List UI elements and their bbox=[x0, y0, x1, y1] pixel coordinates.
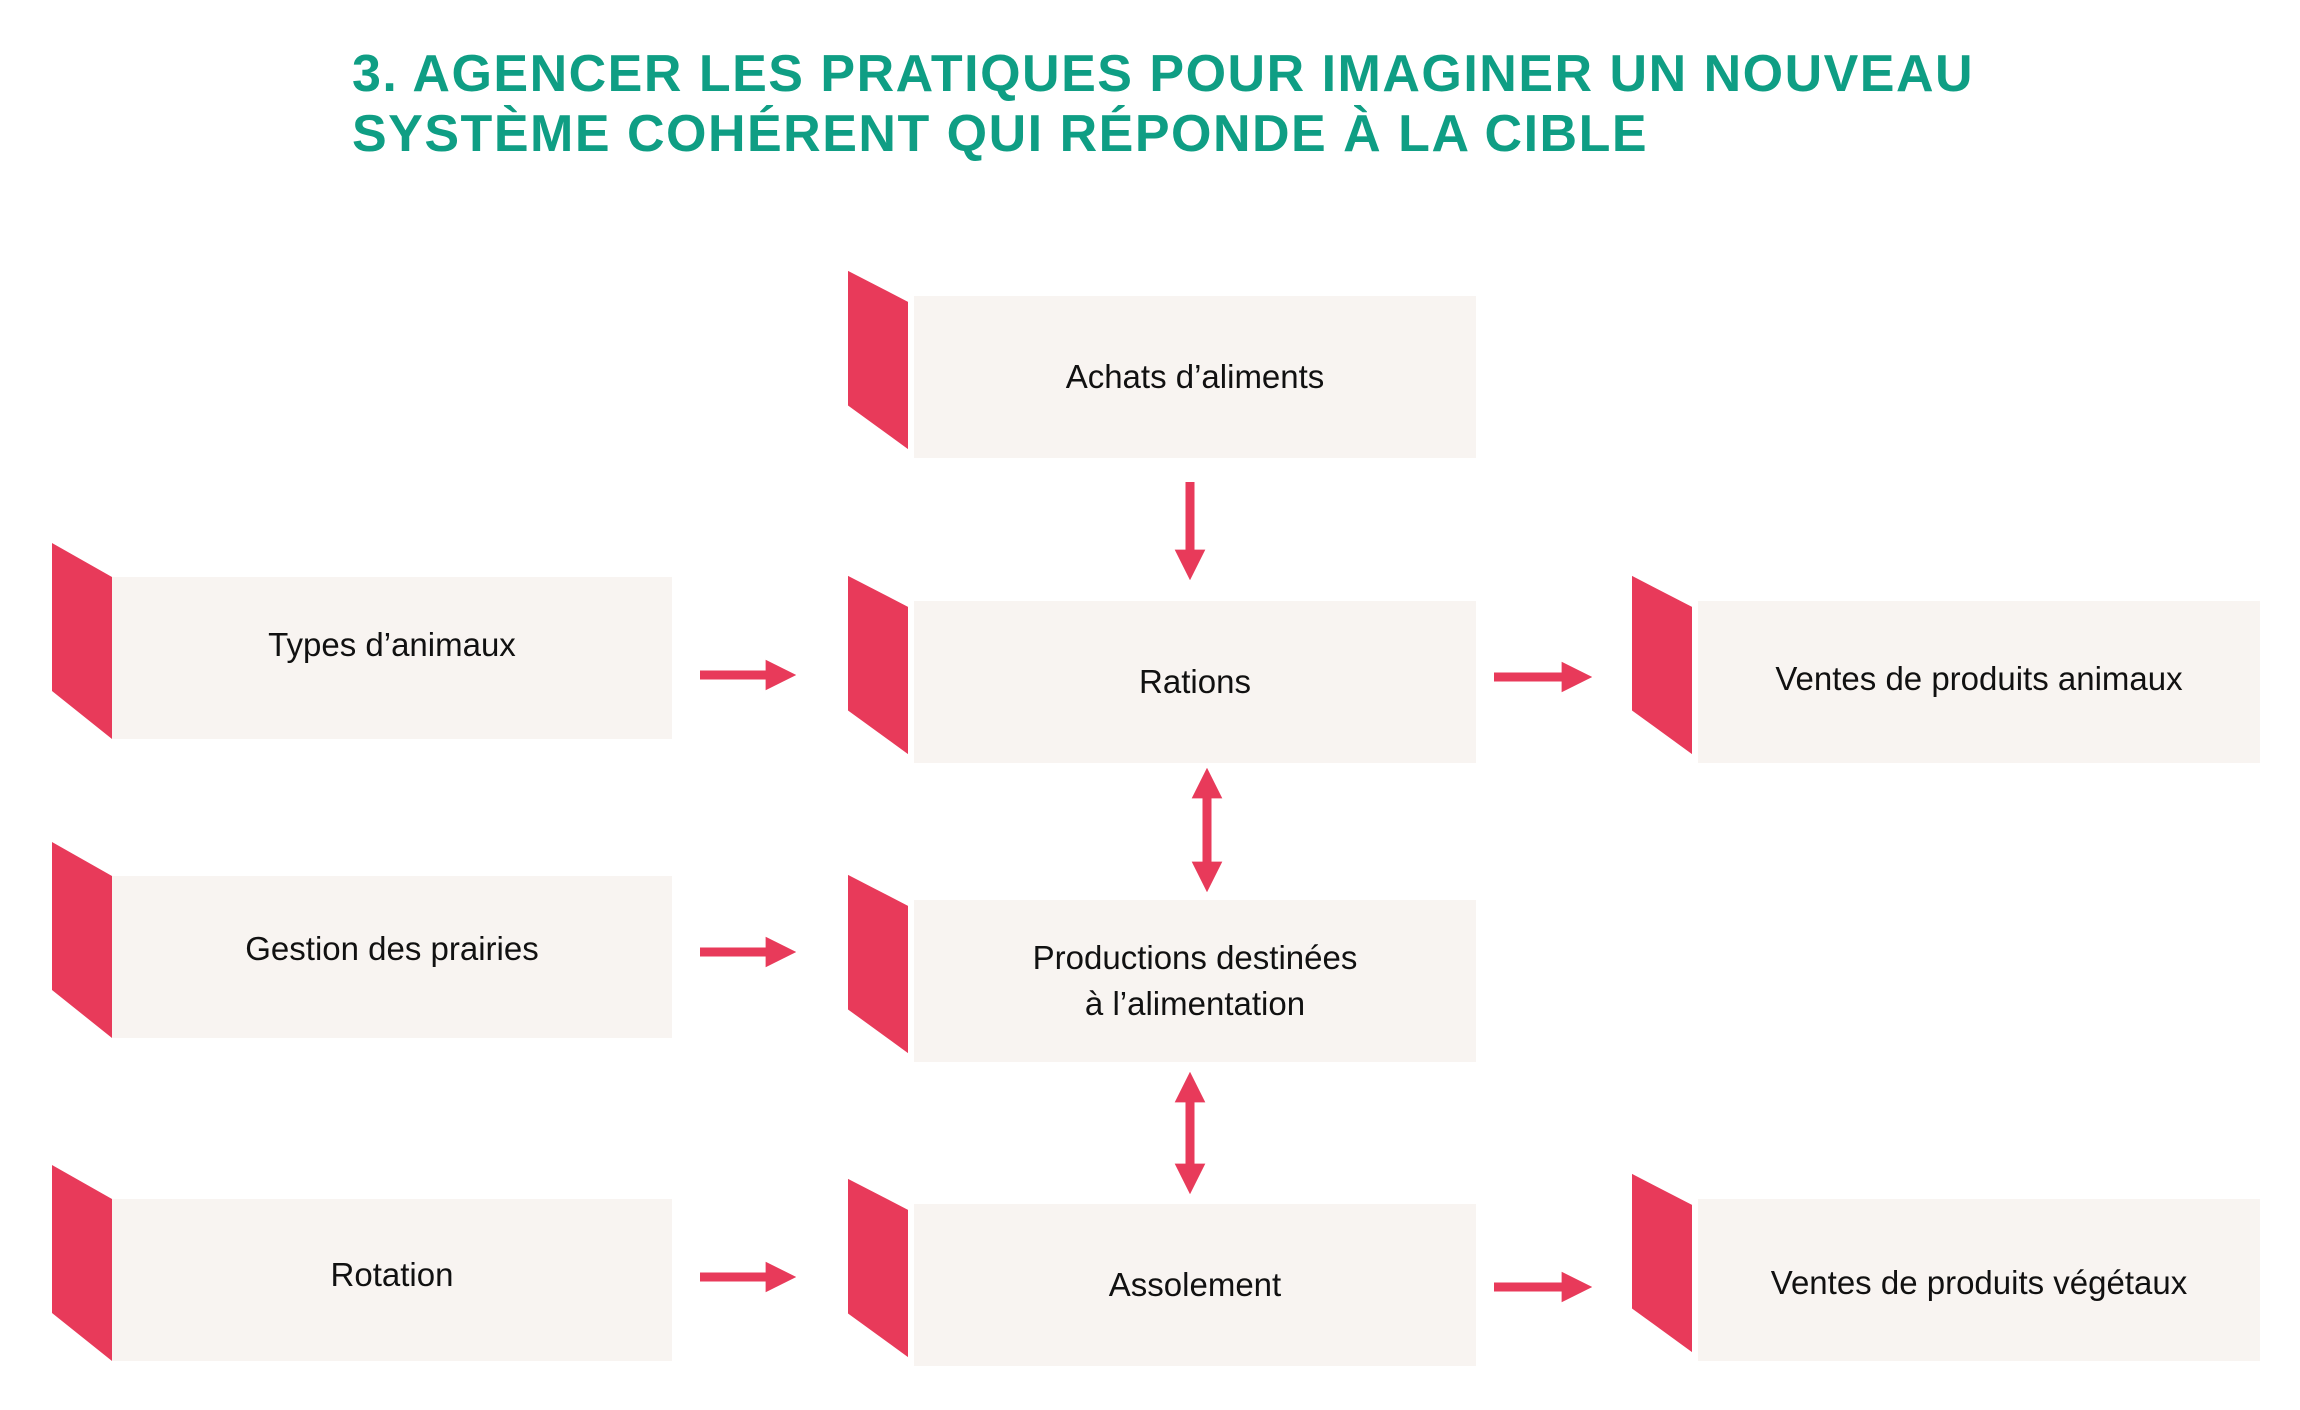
node-label: Types d’animaux bbox=[268, 626, 516, 663]
node-tab bbox=[848, 1178, 908, 1358]
node-tab bbox=[52, 842, 112, 1038]
node-ventes-produits-animaux: Ventes de produits animaux bbox=[1632, 567, 2260, 763]
title-line-1: 3. AGENCER LES PRATIQUES POUR IMAGINER U… bbox=[352, 45, 1975, 103]
node-label: Achats d’aliments bbox=[1065, 358, 1325, 395]
node-types-animaux: Types d’animaux bbox=[52, 543, 672, 739]
node-label: Rotation bbox=[330, 1256, 454, 1293]
node-label: Assolement bbox=[1108, 1266, 1282, 1303]
node-tab bbox=[848, 270, 908, 450]
node-achats-aliments: Achats d’aliments bbox=[848, 262, 1476, 458]
node-ventes-produits-vegetaux: Ventes de produits végétaux bbox=[1632, 1165, 2260, 1361]
title-line-2: SYSTÈME COHÉRENT QUI RÉPONDE À LA CIBLE bbox=[352, 105, 1649, 163]
node-gestion-prairies: Gestion des prairies bbox=[52, 842, 672, 1038]
node-rotation: Rotation bbox=[52, 1165, 672, 1361]
node-label: Gestion des prairies bbox=[245, 930, 539, 967]
node-tab bbox=[848, 874, 908, 1054]
node-assolement: Assolement bbox=[848, 1170, 1476, 1366]
node-tab bbox=[52, 543, 112, 739]
node-label: Ventes de produits animaux bbox=[1775, 660, 2183, 697]
node-tab bbox=[1632, 1173, 1692, 1353]
node-label: Productions destinées à l’alimentation bbox=[1032, 939, 1358, 1022]
node-productions-alimentation: Productions destinées à l’alimentation bbox=[848, 866, 1476, 1062]
node-label: Rations bbox=[1139, 663, 1251, 700]
node-tab bbox=[848, 575, 908, 755]
diagram-title: 3. AGENCER LES PRATIQUES POUR IMAGINER U… bbox=[352, 44, 2152, 164]
node-tab bbox=[1632, 575, 1692, 755]
node-tab bbox=[52, 1165, 112, 1361]
node-label: Ventes de produits végétaux bbox=[1770, 1264, 2188, 1301]
node-rations: Rations bbox=[848, 567, 1476, 763]
